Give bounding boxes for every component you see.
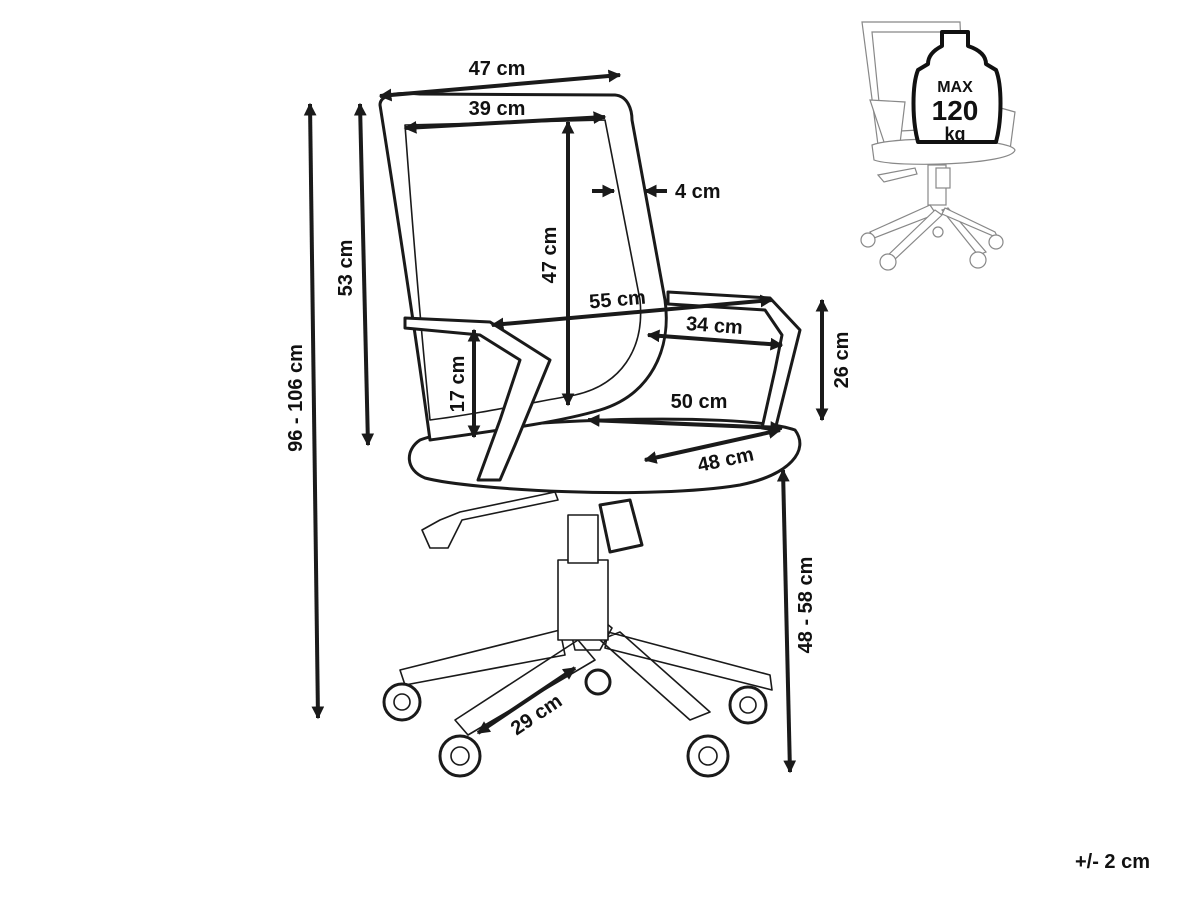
label-total-height: 96 - 106 cm bbox=[285, 344, 307, 452]
label-seat-width: 50 cm bbox=[671, 391, 728, 413]
label-frame-depth: 4 cm bbox=[675, 181, 721, 203]
dimension-labels: 47 cm 39 cm 4 cm 47 cm 53 cm 96 - 106 cm… bbox=[285, 58, 853, 740]
label-armrest-height: 26 cm bbox=[831, 332, 853, 389]
dim-line-armrest-span bbox=[490, 294, 774, 331]
gas-cylinder bbox=[557, 559, 609, 641]
max-load-thumbnail: MAX 120 kg bbox=[860, 21, 1016, 271]
chair-drawing bbox=[378, 91, 802, 778]
label-backrest-inner-height: 47 cm bbox=[539, 227, 561, 284]
dim-line-backrest-inner-width bbox=[403, 111, 607, 134]
dim-line-backrest-outer-width bbox=[378, 69, 622, 102]
dim-line-seat-depth bbox=[643, 426, 782, 464]
label-armrest-length: 34 cm bbox=[685, 313, 743, 339]
label-backrest-outer-width: 47 cm bbox=[469, 58, 526, 80]
dim-line-backrest-height bbox=[353, 102, 375, 447]
dim-line-seat-height bbox=[776, 468, 797, 774]
dimension-lines bbox=[303, 69, 829, 774]
tolerance-note: +/- 2 cm bbox=[1075, 851, 1150, 873]
label-backrest-inner-width: 39 cm bbox=[469, 98, 526, 120]
left-armrest bbox=[403, 316, 552, 482]
label-backrest-height: 53 cm bbox=[335, 240, 357, 297]
adjust-lever bbox=[421, 491, 559, 549]
dim-line-armrest-length bbox=[646, 329, 784, 351]
max-load-value: 120 bbox=[932, 95, 979, 126]
weight-icon bbox=[911, 30, 1003, 144]
label-seat-height: 48 - 58 cm bbox=[795, 557, 817, 654]
tilt-knob bbox=[598, 498, 644, 554]
label-armrest-span: 55 cm bbox=[588, 287, 646, 314]
dim-line-base-leg bbox=[476, 666, 577, 735]
dim-line-total-height bbox=[303, 102, 325, 720]
label-armrest-above-seat: 17 cm bbox=[447, 356, 469, 413]
caster-wheels bbox=[382, 668, 768, 778]
max-load-unit: kg bbox=[944, 124, 965, 144]
max-load-label: MAX bbox=[937, 79, 973, 96]
